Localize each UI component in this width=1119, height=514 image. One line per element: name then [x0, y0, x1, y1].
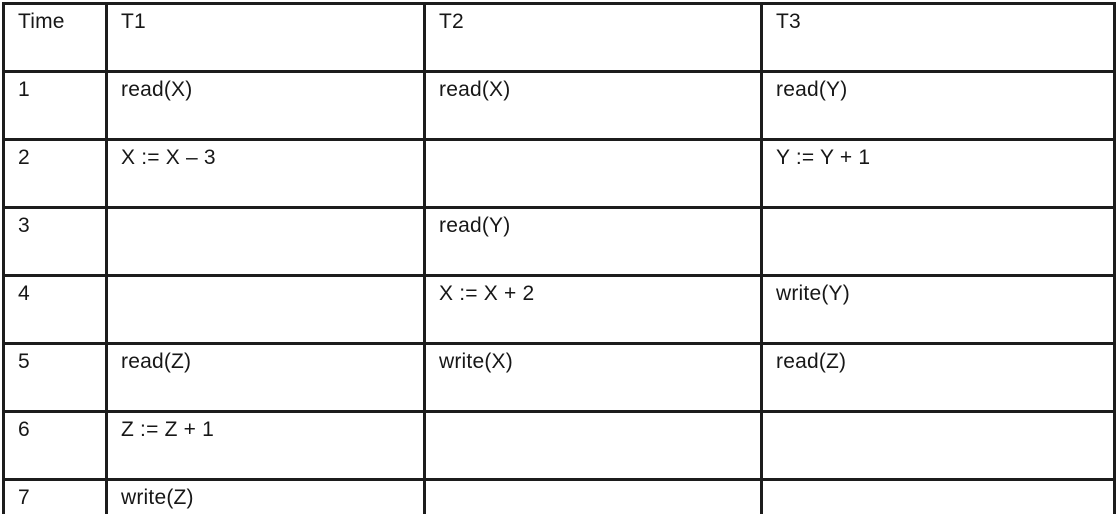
table-row: 5 read(Z) write(X) read(Z) — [2, 342, 1116, 413]
time-cell: 2 — [2, 138, 108, 209]
table-row: 7 write(Z) — [2, 478, 1116, 514]
t3-op-cell — [760, 410, 1116, 481]
t3-op-cell: read(Y) — [760, 70, 1116, 141]
t3-op-cell — [760, 206, 1116, 277]
t2-op-cell: write(X) — [423, 342, 763, 413]
time-cell: 6 — [2, 410, 108, 481]
time-cell: 4 — [2, 274, 108, 345]
header-cell-t1: T1 — [105, 2, 426, 73]
time-cell: 1 — [2, 70, 108, 141]
t3-op-cell: Y := Y + 1 — [760, 138, 1116, 209]
t3-op-cell: read(Z) — [760, 342, 1116, 413]
t2-op-cell — [423, 138, 763, 209]
table-row: 2 X := X – 3 Y := Y + 1 — [2, 138, 1116, 209]
t1-op-cell: write(Z) — [105, 478, 426, 514]
table-row: 1 read(X) read(X) read(Y) — [2, 70, 1116, 141]
table-row: 3 read(Y) — [2, 206, 1116, 277]
t2-op-cell: X := X + 2 — [423, 274, 763, 345]
t2-op-cell: read(Y) — [423, 206, 763, 277]
t2-op-cell: read(X) — [423, 70, 763, 141]
t1-op-cell: read(Z) — [105, 342, 426, 413]
table-row: 4 X := X + 2 write(Y) — [2, 274, 1116, 345]
header-cell-t2: T2 — [423, 2, 763, 73]
t2-op-cell — [423, 478, 763, 514]
table-row: 6 Z := Z + 1 — [2, 410, 1116, 481]
t1-op-cell: read(X) — [105, 70, 426, 141]
header-cell-t3: T3 — [760, 2, 1116, 73]
t1-op-cell — [105, 206, 426, 277]
time-cell: 3 — [2, 206, 108, 277]
t3-op-cell — [760, 478, 1116, 514]
header-row: Time T1 T2 T3 — [2, 2, 1116, 73]
t1-op-cell: X := X – 3 — [105, 138, 426, 209]
header-cell-time: Time — [2, 2, 108, 73]
time-cell: 5 — [2, 342, 108, 413]
t1-op-cell — [105, 274, 426, 345]
t3-op-cell: write(Y) — [760, 274, 1116, 345]
time-cell: 7 — [2, 478, 108, 514]
t1-op-cell: Z := Z + 1 — [105, 410, 426, 481]
t2-op-cell — [423, 410, 763, 481]
